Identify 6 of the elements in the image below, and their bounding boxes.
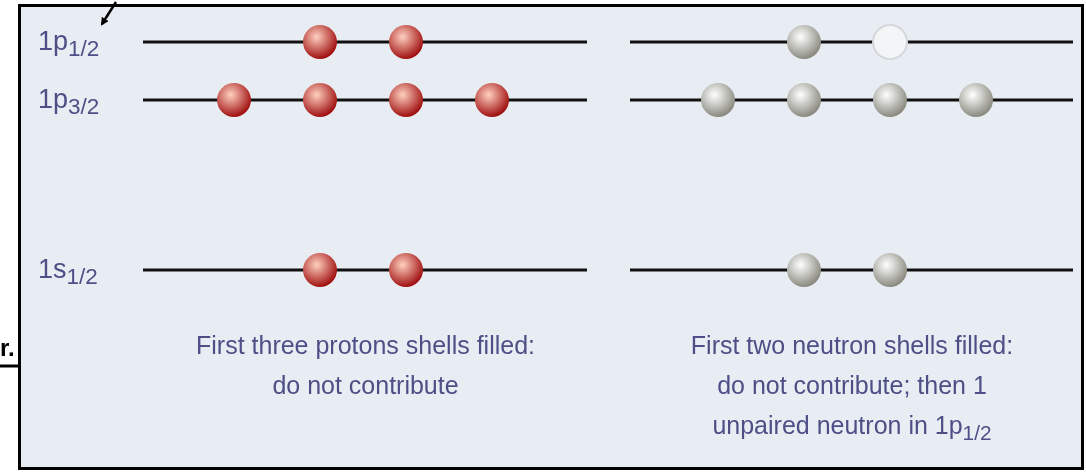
caption-text: First two neutron shells filled: do not contribute; then 1 unpaired neutron in 1p$_{1/2}$ xyxy=(689,330,1015,446)
level-label: 1p$_{1/2}$ xyxy=(38,28,100,61)
caption-text: First three protons shells filled: do not contribute xyxy=(195,330,536,401)
level-label: 1s$_{1/2}$ xyxy=(38,256,98,289)
fragment-text: r. xyxy=(0,336,15,360)
level-label: 1p$_{3/2}$ xyxy=(38,86,100,119)
